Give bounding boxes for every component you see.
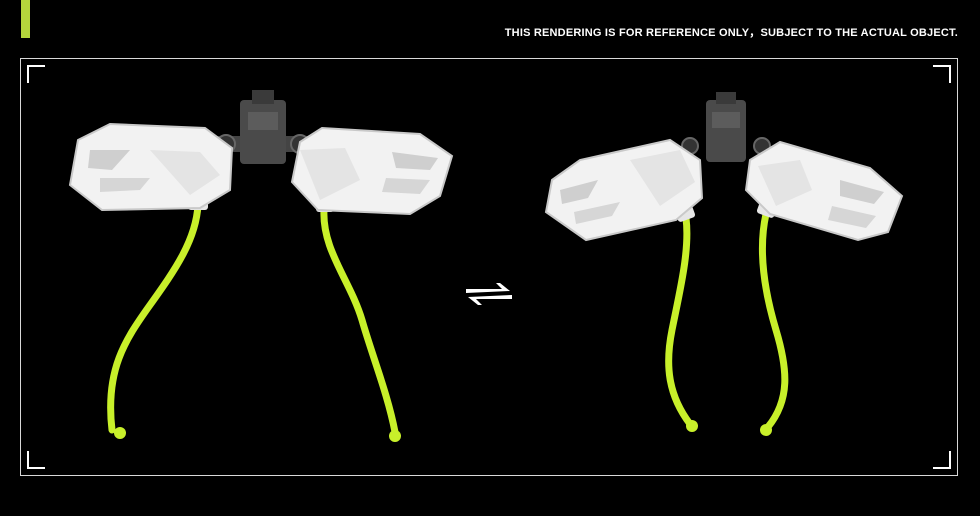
corner-mark-top-left <box>27 65 45 83</box>
corner-mark-bottom-right <box>933 451 951 469</box>
left-cable <box>107 201 202 434</box>
disclaimer-text: THIS RENDERING IS FOR REFERENCE ONLY，SUB… <box>504 27 958 39</box>
left-cable-tip <box>114 427 126 439</box>
corner-mark-top-right <box>933 65 951 83</box>
left-cable-folded <box>665 214 694 428</box>
right-cable-tip <box>389 430 401 442</box>
corner-mark-bottom-left <box>27 451 45 469</box>
right-cable-folded-tip <box>760 424 772 436</box>
center-mechanism <box>240 100 286 164</box>
swap-arrows-icon <box>466 283 512 305</box>
right-cable-folded <box>758 210 789 431</box>
figure-folded <box>544 92 904 436</box>
left-cable-folded-tip <box>686 420 698 432</box>
accent-bar <box>21 0 30 38</box>
figure-spread <box>68 90 454 442</box>
product-frame <box>20 58 958 476</box>
right-cable <box>320 206 399 436</box>
center-mechanism-folded <box>706 100 746 162</box>
